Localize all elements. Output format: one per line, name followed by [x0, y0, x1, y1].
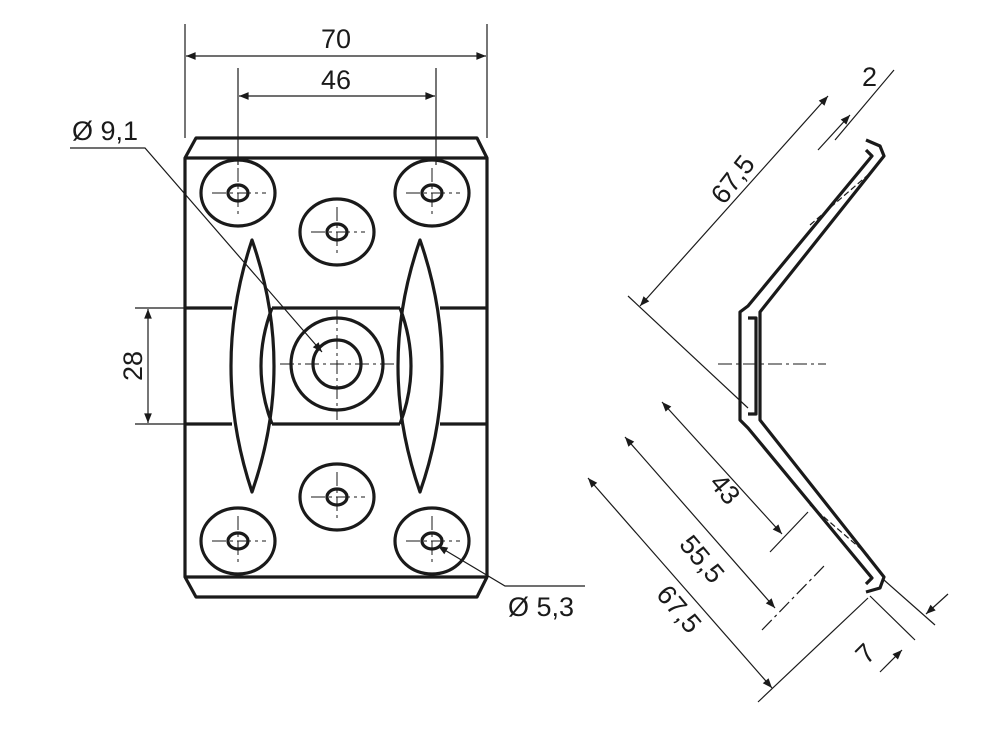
dimension-label: 43	[704, 468, 746, 510]
profile-emboss	[748, 316, 758, 416]
dimension-46: 46	[237, 65, 437, 165]
dimension-label: 2	[862, 62, 877, 92]
rib-left	[229, 238, 276, 494]
dimension-label: 46	[321, 65, 351, 95]
dimension-upper-67-5: 67,5	[627, 95, 829, 409]
dimension-label: 67,5	[651, 579, 708, 639]
dimension-label: 28	[118, 351, 148, 381]
dimension-label: 70	[321, 24, 351, 54]
rib-lines	[185, 306, 487, 426]
dimension-2: 2	[817, 62, 895, 151]
dimension-70: 70	[184, 24, 488, 138]
dimension-7: 7	[850, 579, 949, 673]
dimension-label: 55,5	[674, 529, 731, 589]
dimension-center-hole: Ø 9,1	[70, 116, 323, 353]
profile-inner	[738, 148, 874, 586]
side-view: 2 67,5 43 55,5 67,5 7	[587, 62, 949, 703]
dimension-small-hole: Ø 5,3	[437, 545, 585, 622]
plate-outline	[183, 136, 489, 599]
dimension-43: 43	[661, 401, 809, 553]
small-holes	[199, 158, 471, 576]
center-emboss	[259, 307, 413, 425]
dimension-label: 7	[850, 638, 882, 670]
dimension-label: Ø 5,3	[508, 592, 574, 622]
dimension-lower-67-5: 67,5	[587, 477, 869, 703]
rib-right	[396, 238, 444, 494]
dimension-28: 28	[118, 307, 185, 425]
profile-outer	[758, 138, 886, 594]
front-view: 70 46 Ø 9,1 28 Ø 5,3	[70, 24, 585, 622]
dimension-label: Ø 9,1	[72, 116, 138, 146]
